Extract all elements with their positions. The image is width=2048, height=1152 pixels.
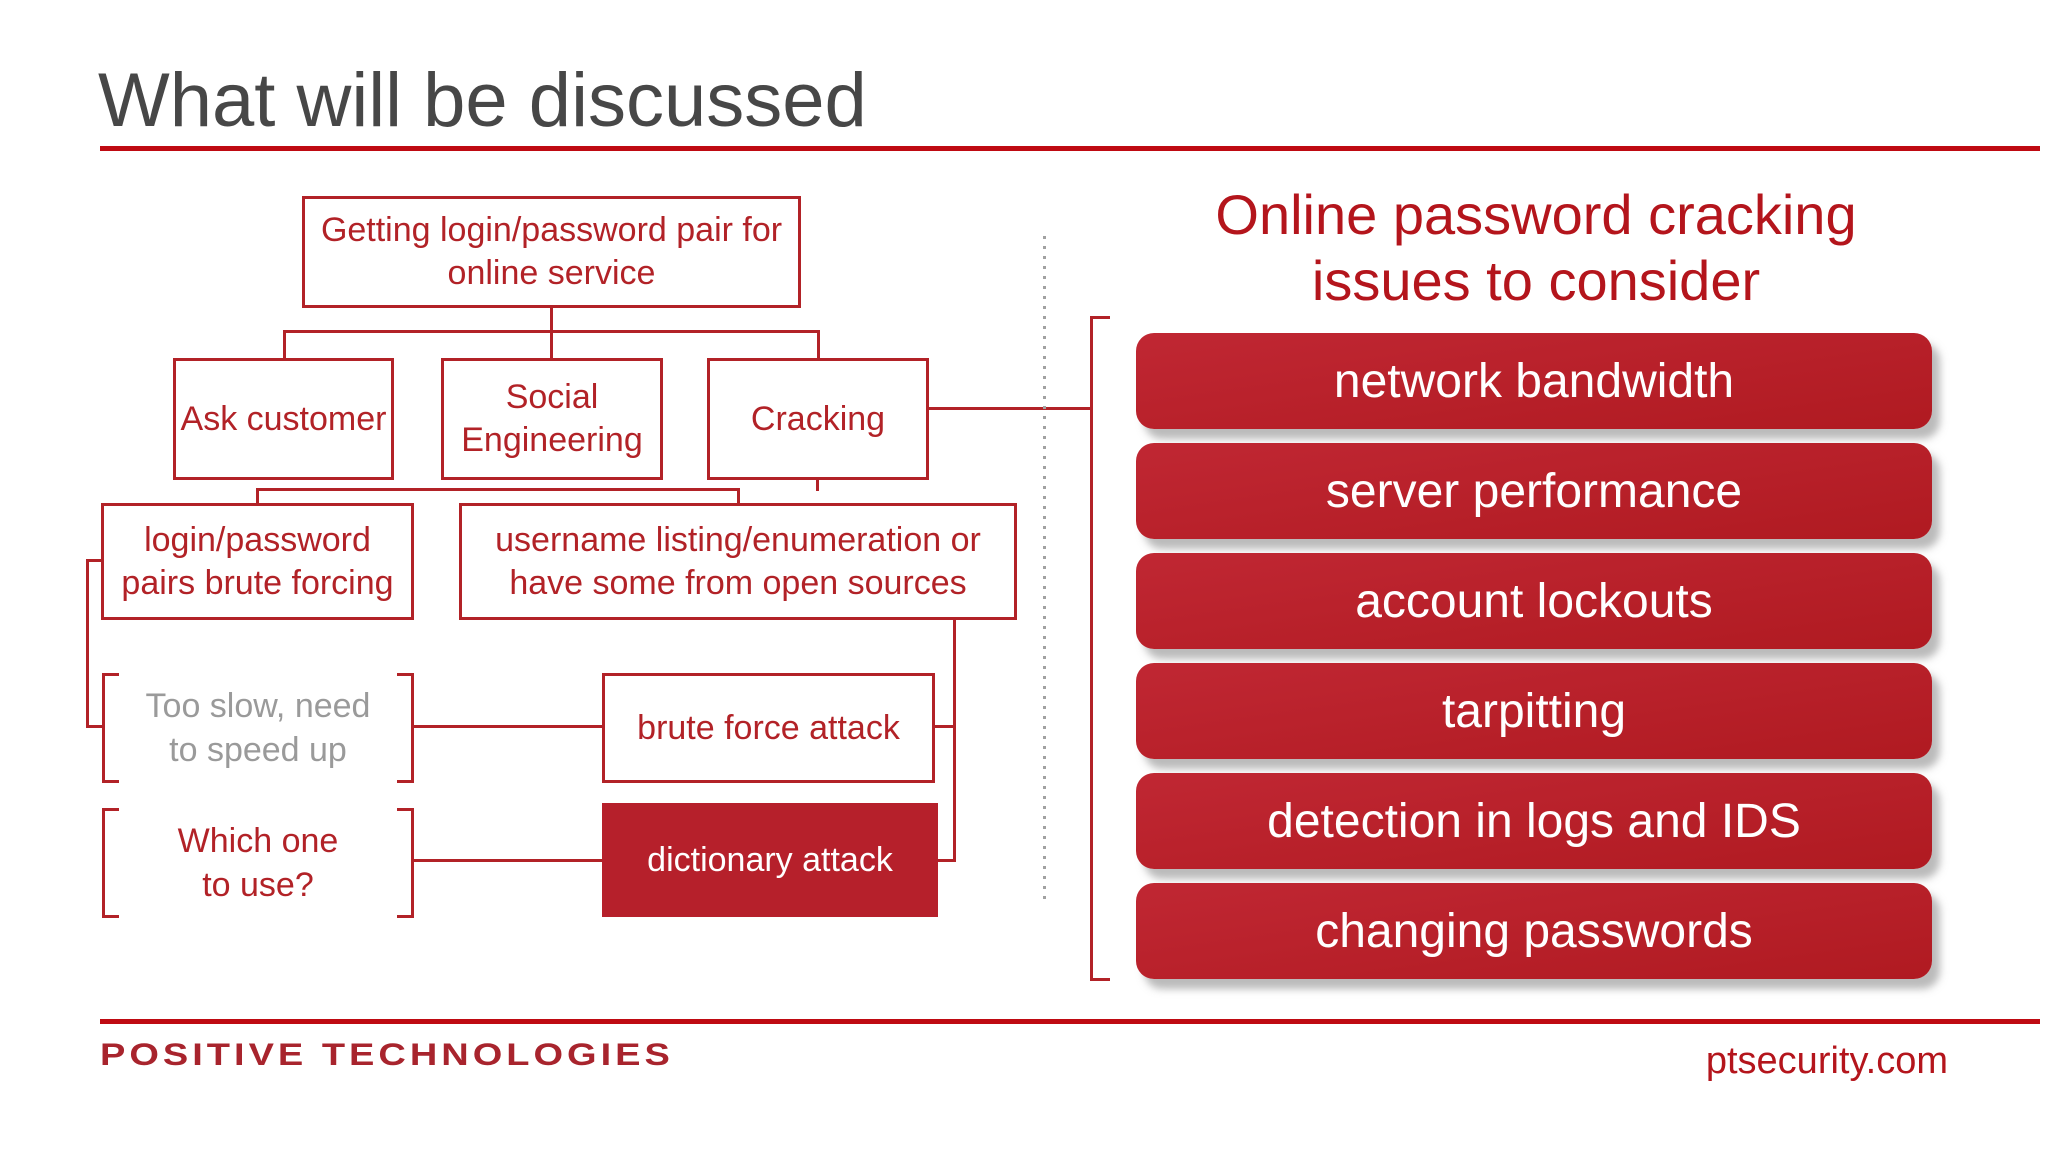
connector-line bbox=[86, 725, 102, 728]
issue-box-tarpitting: tarpitting bbox=[1136, 663, 1932, 759]
note-too-slow: Too slow, need to speed up bbox=[145, 687, 371, 769]
connector-line bbox=[935, 725, 956, 728]
connector-line bbox=[938, 859, 956, 862]
connector-line bbox=[953, 620, 956, 862]
node-ask-customer: Ask customer bbox=[173, 358, 394, 480]
issue-box-network-bandwidth: network bandwidth bbox=[1136, 333, 1932, 429]
issue-box-detection-logs-ids: detection in logs and IDS bbox=[1136, 773, 1932, 869]
issue-box-account-lockouts: account lockouts bbox=[1136, 553, 1932, 649]
issue-box-server-performance: server performance bbox=[1136, 443, 1932, 539]
node-social-engineering: Social Engineering bbox=[441, 358, 663, 480]
positive-technologies-logo: POSITIVE TECHNOLOGIES bbox=[100, 1038, 674, 1073]
footer-rule bbox=[100, 1019, 2040, 1024]
connector-line bbox=[283, 330, 820, 333]
bracket-left-icon bbox=[102, 673, 119, 783]
website-text: ptsecurity.com bbox=[1705, 1040, 1948, 1082]
dotted-divider-line bbox=[1043, 236, 1046, 904]
page-title: What will be discussed bbox=[98, 58, 867, 143]
connector-line bbox=[256, 488, 259, 503]
connector-line bbox=[414, 725, 602, 728]
node-dictionary-attack: dictionary attack bbox=[602, 803, 938, 917]
connector-line bbox=[550, 308, 553, 360]
bracket-right-icon bbox=[397, 673, 414, 783]
header-rule bbox=[100, 146, 2040, 151]
connector-line bbox=[817, 330, 820, 358]
connector-line bbox=[256, 488, 740, 491]
bracket-left-icon bbox=[102, 808, 119, 918]
connector-line bbox=[86, 559, 89, 728]
issues-bracket-icon bbox=[1090, 316, 1110, 981]
node-username-enumeration: username listing/enumeration or have som… bbox=[459, 503, 1017, 620]
note-which-one: Which one to use? bbox=[177, 822, 339, 904]
connector-line bbox=[283, 330, 286, 358]
issue-box-changing-passwords: changing passwords bbox=[1136, 883, 1932, 979]
connector-line bbox=[86, 559, 101, 562]
node-brute-force-attack: brute force attack bbox=[602, 673, 935, 783]
node-brute-forcing: login/password pairs brute forcing bbox=[101, 503, 414, 620]
right-panel-title: Online password cracking issues to consi… bbox=[1215, 183, 1857, 312]
node-cracking: Cracking bbox=[707, 358, 929, 480]
bracket-right-icon bbox=[397, 808, 414, 918]
node-getting-login-password: Getting login/password pair for online s… bbox=[302, 196, 801, 308]
connector-line bbox=[737, 488, 740, 503]
connector-line bbox=[414, 859, 602, 862]
connector-line bbox=[816, 480, 819, 491]
connector-line bbox=[929, 407, 1090, 410]
